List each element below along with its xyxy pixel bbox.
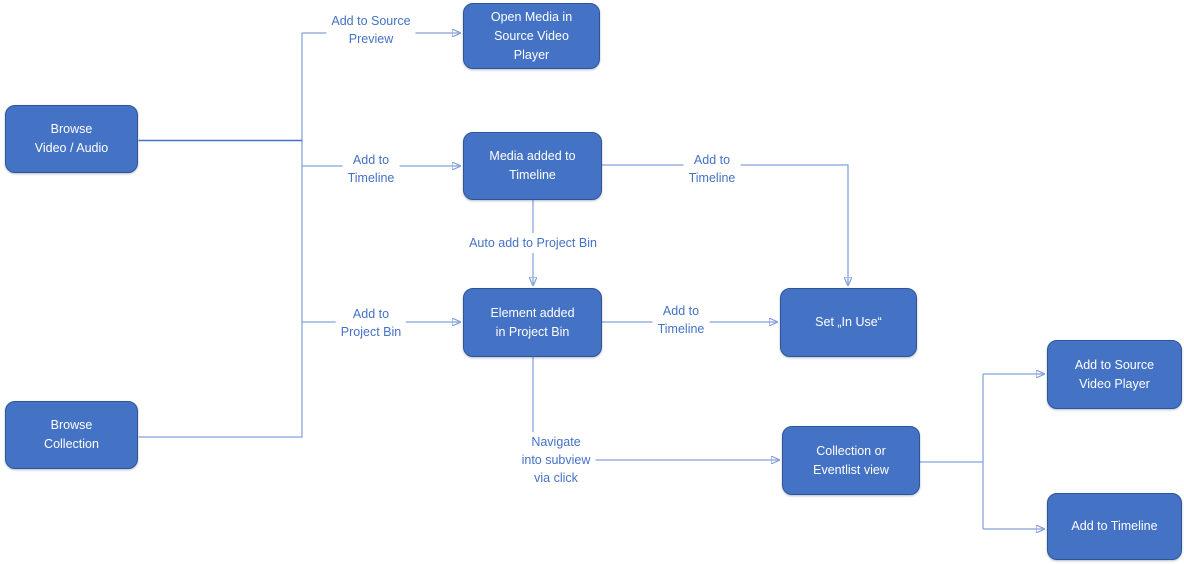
edge-label-add-to-source-preview: Add to Source Preview [326,11,416,49]
connector-trunk-browse [138,33,303,438]
edge-label-add-to-timeline-from-browse: Add to Timeline [342,150,400,188]
edge-label-navigate-into-subview: Navigate into subview via click [516,432,596,488]
node-add-to-source-video-player: Add to Source Video Player [1047,340,1182,409]
node-media-added-to-timeline: Media added to Timeline [463,132,602,200]
node-element-added-in-project-bin: Element added in Project Bin [463,288,602,357]
node-browse-collection: Browse Collection [5,401,138,469]
edge-label-add-to-timeline-from-element: Add to Timeline [652,301,710,339]
edge-label-auto-add-to-project-bin: Auto add to Project Bin [464,233,602,253]
node-browse-video-audio: Browse Video / Audio [5,105,138,173]
node-set-in-use: Set „In Use“ [780,288,917,357]
node-open-media-in-source-video-player: Open Media in Source Video Player [463,3,600,69]
connector-collection-fork [920,374,984,529]
node-collection-or-eventlist-view: Collection or Eventlist view [782,426,920,495]
node-add-to-timeline: Add to Timeline [1047,493,1182,560]
edge-label-add-to-timeline-from-media: Add to Timeline [683,150,741,188]
edge-label-add-to-project-bin: Add to Project Bin [335,304,407,342]
